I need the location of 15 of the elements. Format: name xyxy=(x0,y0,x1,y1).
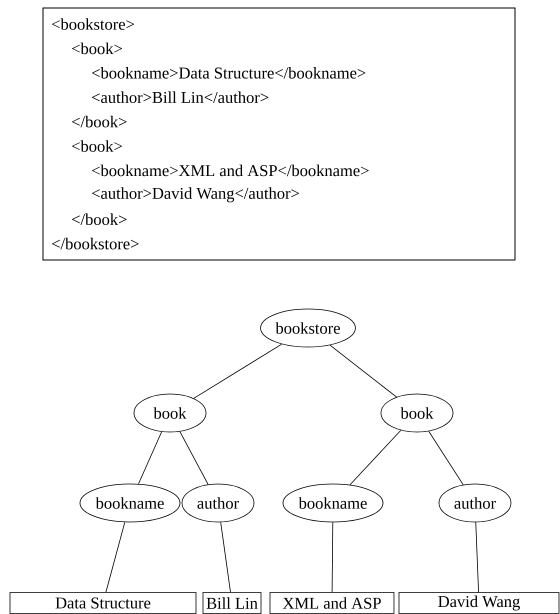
connector-line xyxy=(220,522,231,592)
connector-line xyxy=(193,344,282,399)
text-box: Data Structure xyxy=(10,592,196,614)
text-box: David Wang xyxy=(398,592,560,614)
text-box: Bill Lin xyxy=(202,592,262,614)
connector-line xyxy=(106,522,126,592)
text-box: XML and ASP xyxy=(270,592,394,614)
connector-line xyxy=(350,430,402,486)
connector-line xyxy=(180,431,208,485)
connector-line xyxy=(475,522,479,592)
connector-line xyxy=(428,430,464,486)
connector-line xyxy=(138,431,162,484)
connector-line xyxy=(332,522,334,592)
connector-line xyxy=(330,344,397,398)
code-box: <bookstore> <book> <bookname>Data Structure</bookname> <author>Bill Lin</author> </book> <book> <bookname>XML and ASP</bookname> <author>David Wang</author> </book> </bookstore> xyxy=(42,8,516,260)
